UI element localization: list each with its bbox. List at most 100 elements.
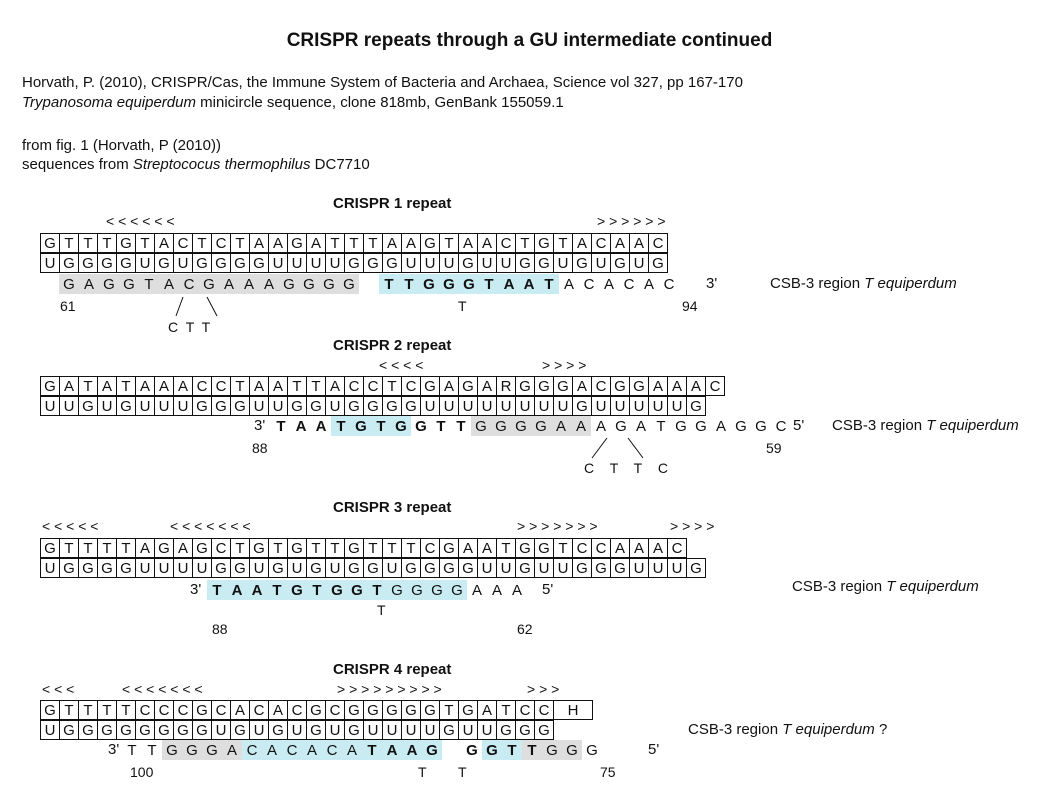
target-base: C <box>663 275 675 293</box>
target-base: T <box>502 740 522 760</box>
target-base: C <box>623 275 635 293</box>
target-base: G <box>339 274 359 294</box>
base-cell: C <box>211 538 231 558</box>
base-cell: G <box>686 558 706 578</box>
target-base: G <box>351 416 371 436</box>
crispr-1-mutation-single: T <box>458 298 467 314</box>
crispr-3-arrows-right-a: > > > > > > > <box>517 518 598 534</box>
target-base: C <box>179 274 199 294</box>
target-base: T <box>522 740 542 760</box>
target-base: A <box>219 274 239 294</box>
target-base: G <box>199 274 219 294</box>
base-cell: C <box>667 538 687 558</box>
base-cell: T <box>59 538 79 558</box>
base-cell: U <box>420 396 440 416</box>
base-cell: G <box>458 253 478 273</box>
target-base: G <box>391 416 411 436</box>
crispr-2-title: CRISPR 2 repeat <box>333 337 452 354</box>
crispr-3-target-start: 3' <box>190 581 202 598</box>
reference-line-3: from fig. 1 (Horvath, P (2010)) <box>22 137 221 154</box>
target-base: T <box>267 580 287 600</box>
target-base: G <box>119 274 139 294</box>
crispr-3-num-left: 88 <box>212 621 228 637</box>
target-base: A <box>635 417 646 435</box>
base-cell: A <box>325 376 345 396</box>
target-base: G <box>422 740 442 760</box>
crispr-2-num-right: 59 <box>766 440 782 456</box>
base-cell: T <box>78 376 98 396</box>
target-base: T <box>307 580 327 600</box>
base-cell: U <box>135 558 155 578</box>
target-base: T <box>276 417 286 435</box>
base-cell: G <box>287 396 307 416</box>
target-base: G <box>439 274 459 294</box>
crispr-1-num-left: 61 <box>60 298 76 314</box>
target-base: A <box>247 580 267 600</box>
crispr-1-title: CRISPR 1 repeat <box>333 195 452 212</box>
target-base: T <box>456 417 466 435</box>
target-base: G <box>531 416 551 436</box>
target-base: T <box>367 580 387 600</box>
base-cell: G <box>211 558 231 578</box>
target-base: A <box>259 274 279 294</box>
target-base: G <box>59 274 79 294</box>
crispr-3-num-right: 62 <box>517 621 533 637</box>
connector-line <box>206 296 218 317</box>
target-base: G <box>491 416 511 436</box>
base-cell: C <box>344 376 364 396</box>
base-cell: U <box>401 253 421 273</box>
crispr-4-mutation-b: T <box>458 764 467 780</box>
target-base: A <box>519 274 539 294</box>
crispr-3-arrows-left-b: < < < < < < < <box>170 518 251 534</box>
base-cell: T <box>325 538 345 558</box>
base-cell: G <box>363 253 383 273</box>
base-cell: A <box>97 376 117 396</box>
target-base: C <box>282 740 302 760</box>
target-base: T <box>399 274 419 294</box>
crispr-4-mutation-a: T <box>418 764 427 780</box>
target-base: A <box>571 416 591 436</box>
connector-line <box>627 437 644 459</box>
crispr-4-title: CRISPR 4 repeat <box>333 661 452 678</box>
base-cell: C <box>154 700 174 720</box>
target-base: T <box>139 274 159 294</box>
crispr-2-target-end: 5' <box>793 417 805 434</box>
crispr-3-arrows-left-a: < < < < < <box>42 518 99 534</box>
base-cell: G <box>496 720 516 740</box>
base-cell: T <box>496 538 516 558</box>
target-base: G <box>466 741 478 759</box>
base-cell: T <box>553 538 573 558</box>
target-base: C <box>322 740 342 760</box>
target-base: G <box>319 274 339 294</box>
base-cell: G <box>515 253 535 273</box>
target-base: G <box>735 417 747 435</box>
base-cell: G <box>420 558 440 578</box>
target-base: G <box>279 274 299 294</box>
crispr-3-title: CRISPR 3 repeat <box>333 499 452 516</box>
base-cell: G <box>230 720 250 740</box>
target-base: T <box>147 741 157 759</box>
base-cell: A <box>667 376 687 396</box>
base-cell: U <box>496 253 516 273</box>
target-base: A <box>239 274 259 294</box>
reference-line-2: Trypanosoma equiperdum minicircle sequen… <box>22 94 564 111</box>
crispr-4-num-right: 75 <box>600 764 616 780</box>
target-base: A <box>715 417 726 435</box>
target-base: C <box>583 275 595 293</box>
base-cell: A <box>135 376 155 396</box>
target-base: A <box>551 416 571 436</box>
crispr-3-target-end: 5' <box>542 581 554 598</box>
base-cell: C <box>648 233 668 253</box>
target-base: A <box>342 740 362 760</box>
crispr-1-target-end: 3' <box>706 275 718 292</box>
target-base: G <box>447 580 467 600</box>
strain-name: DC7710 <box>310 156 370 173</box>
crispr-1-num-right: 94 <box>682 298 698 314</box>
crispr-2-arrows-left: < < < < <box>379 357 424 373</box>
organism-name: Trypanosoma equiperdum <box>22 94 196 111</box>
base-cell: T <box>325 233 345 253</box>
target-base: G <box>287 580 307 600</box>
